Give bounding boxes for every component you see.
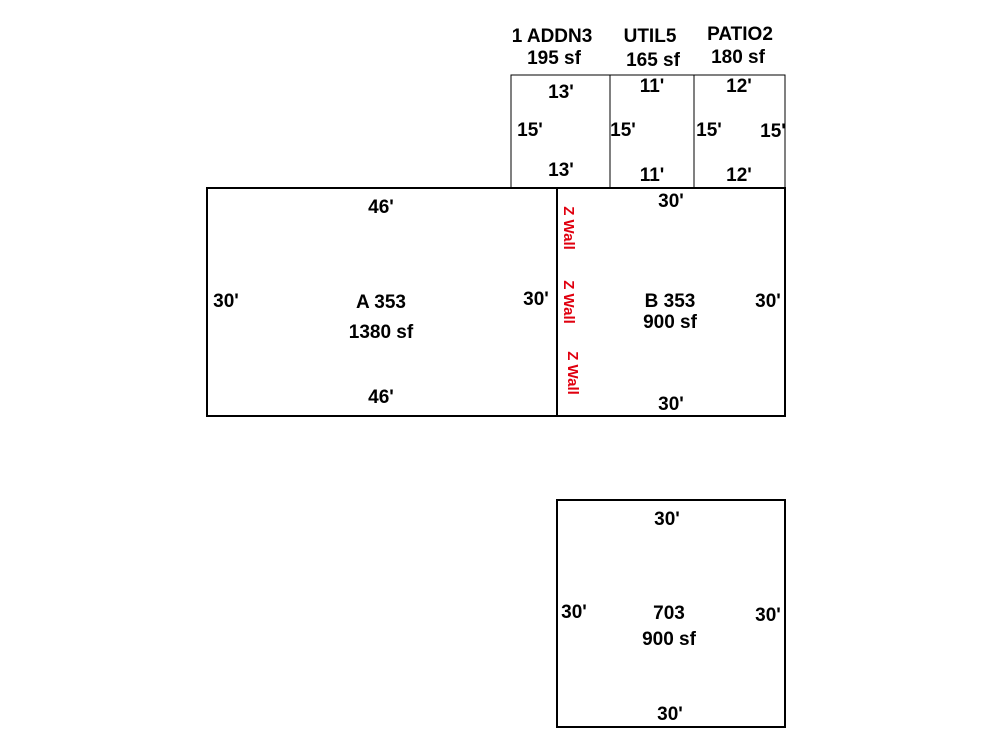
- area-b-top-dim: 30': [658, 191, 684, 212]
- patio-bottom-dim: 12': [726, 165, 752, 186]
- util-name: UTIL5: [624, 26, 677, 47]
- patio-name: PATIO2: [707, 24, 773, 45]
- patio-top-dim: 12': [726, 76, 752, 97]
- area-703-left-dim: 30': [561, 602, 587, 623]
- area-a-right-dim: 30': [523, 289, 549, 310]
- area-a-top-dim: 46': [368, 197, 394, 218]
- addn-name: 1 ADDN3: [512, 26, 593, 47]
- area-703-bottom-dim: 30': [657, 704, 683, 725]
- area-a-name: A 353: [356, 292, 406, 313]
- z-wall-note-middle: Z Wall: [560, 280, 577, 324]
- area-a-bottom-dim: 46': [368, 387, 394, 408]
- area-703-area: 900 sf: [642, 629, 697, 650]
- area-a-area: 1380 sf: [349, 322, 414, 343]
- util-left-dim: 15': [610, 120, 636, 141]
- area-703-outline: [556, 499, 786, 728]
- patio-left-dim: 15': [696, 120, 722, 141]
- area-b-right-dim: 30': [755, 291, 781, 312]
- area-a-left-dim: 30': [213, 291, 239, 312]
- util-bottom-dim: 11': [640, 165, 665, 186]
- addn-left-dim: 15': [517, 120, 543, 141]
- area-b-area: 900 sf: [643, 312, 698, 333]
- util-area: 165 sf: [626, 50, 681, 71]
- area-b-bottom-dim: 30': [658, 394, 684, 415]
- area-b-name: B 353: [645, 291, 696, 312]
- area-703-right-dim: 30': [755, 605, 781, 626]
- addn-top-dim: 13': [548, 82, 574, 103]
- area-703-top-dim: 30': [654, 509, 680, 530]
- util-top-dim: 11': [640, 76, 665, 97]
- z-wall-note-top: Z Wall: [560, 206, 577, 250]
- z-wall-note-bottom: Z Wall: [564, 351, 581, 395]
- area-b-outline: [556, 187, 786, 417]
- area-703-name: 703: [653, 603, 685, 624]
- addn-bottom-dim: 13': [548, 160, 574, 181]
- patio-area: 180 sf: [711, 47, 766, 68]
- addn-area: 195 sf: [527, 48, 582, 69]
- patio-right-dim: 15': [760, 121, 786, 142]
